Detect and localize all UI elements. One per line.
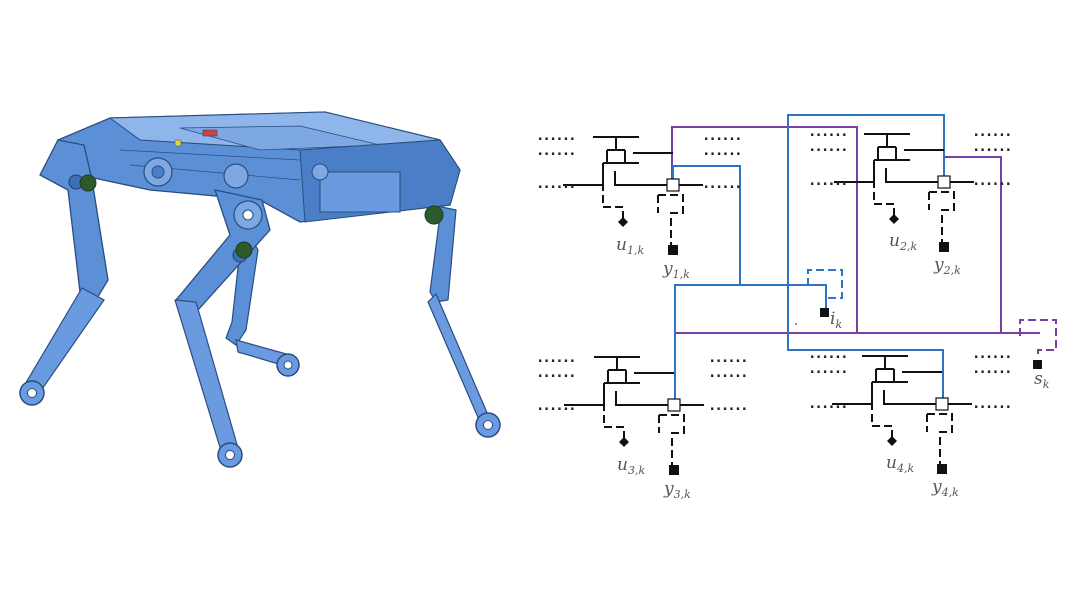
label-i: ik <box>830 309 842 331</box>
robot-leg-front-right <box>174 189 271 468</box>
ellipsis: ...... <box>702 128 741 144</box>
ellipsis: ...... <box>808 124 847 140</box>
ellipsis: ...... <box>972 346 1011 362</box>
ellipsis: ...... <box>702 176 741 192</box>
robot-hip-motors <box>79 174 444 259</box>
ellipsis: ...... <box>536 176 575 192</box>
node-s <box>1019 319 1057 369</box>
robot-body <box>57 111 461 223</box>
variable-labels: u1,k y1,k u2,k y2,k u3,k y3,k u4,k y4,k … <box>616 231 1050 501</box>
label-y3: y3,k <box>663 479 691 501</box>
ellipsis: ...... <box>972 173 1011 189</box>
ellipsis: ...... <box>972 139 1011 155</box>
node-4 <box>832 355 972 474</box>
ellipsis: ...... <box>972 124 1011 140</box>
node-i <box>795 269 843 325</box>
quadruped-robot-icon <box>19 111 501 468</box>
robot-leg-back-right <box>427 204 501 438</box>
network-diagram: ...... ...... ...... ...... ...... .....… <box>536 114 1057 501</box>
label-y2: y2,k <box>933 255 961 277</box>
ellipsis: ...... <box>808 173 847 189</box>
ellipsis: ...... <box>536 143 575 159</box>
label-u1: u1,k <box>616 235 644 257</box>
label-y4: y4,k <box>931 477 959 499</box>
label-s: sk <box>1034 369 1050 391</box>
ellipsis: ...... <box>536 128 575 144</box>
node-3 <box>564 356 704 475</box>
ellipsis: ...... <box>708 350 747 366</box>
label-u3: u3,k <box>617 455 645 477</box>
node-2 <box>834 133 974 252</box>
ellipsis: ...... <box>536 350 575 366</box>
ellipsis: ...... <box>536 398 575 414</box>
ellipsis: ...... <box>972 396 1011 412</box>
ellipsis: ...... <box>808 396 847 412</box>
ellipsis: ...... <box>708 365 747 381</box>
ellipsis: ...... <box>702 143 741 159</box>
label-y1: y1,k <box>662 259 690 281</box>
label-u4: u4,k <box>886 453 914 475</box>
ellipsis-markers: ...... ...... ...... ...... ...... .....… <box>536 124 1013 414</box>
node-1 <box>563 136 703 255</box>
ellipsis: ...... <box>808 139 847 155</box>
ellipsis: ...... <box>808 346 847 362</box>
label-u2: u2,k <box>889 231 917 253</box>
ellipsis: ...... <box>972 361 1011 377</box>
ellipsis: ...... <box>708 398 747 414</box>
ellipsis: ...... <box>536 365 575 381</box>
wire-blue <box>672 114 945 405</box>
ellipsis: ...... <box>808 361 847 377</box>
